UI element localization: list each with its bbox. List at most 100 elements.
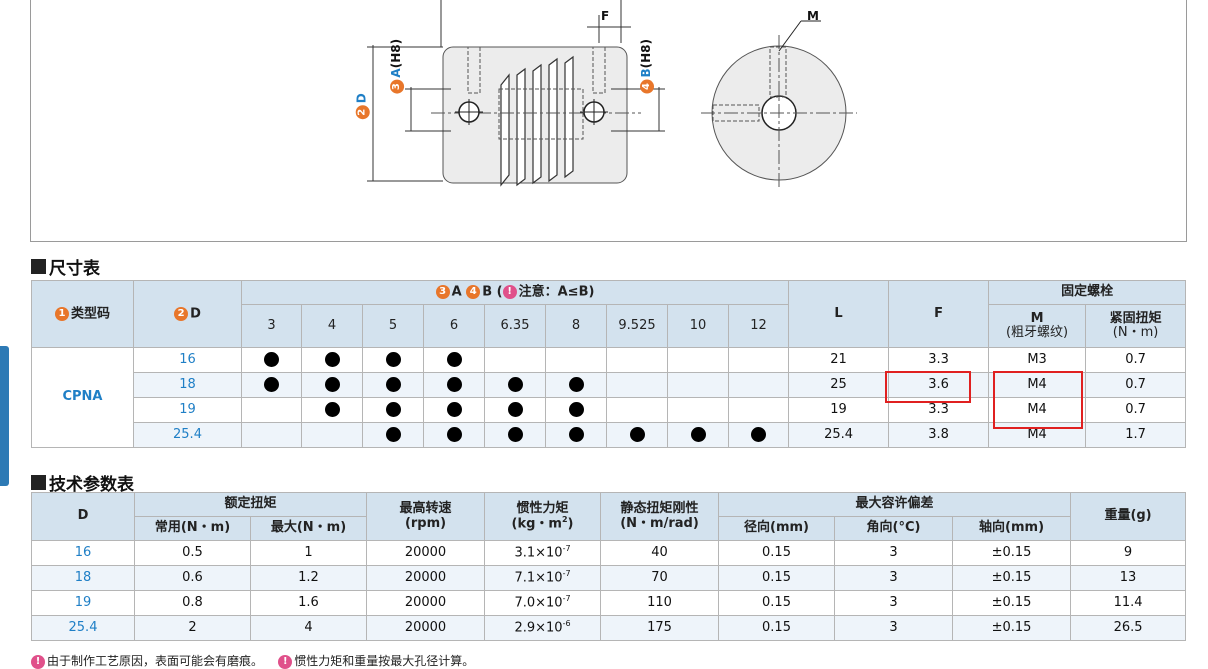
num-2-badge: 2 xyxy=(174,306,189,321)
available-dot-icon xyxy=(324,377,340,393)
torque-cell: 0.7 xyxy=(1085,372,1187,398)
bore-cell xyxy=(606,347,668,373)
weight-cell: 26.5 xyxy=(1070,615,1187,641)
label-D-text: D xyxy=(354,93,369,104)
table-row: CPNA 16 21 3.3 M3 0.7 xyxy=(31,347,1187,448)
bore-cell xyxy=(667,347,729,373)
bore-col: 3 xyxy=(241,304,302,348)
D-cell[interactable]: 25.4 xyxy=(31,615,135,641)
available-dot-icon xyxy=(385,352,401,368)
bore-cell xyxy=(545,422,607,448)
bore-cell xyxy=(545,347,607,373)
stiffness-cell: 70 xyxy=(600,565,720,591)
L-cell: 19 xyxy=(788,397,890,423)
speed-cell: 20000 xyxy=(366,565,486,591)
warning-icon: ! xyxy=(278,654,293,669)
header-F: F xyxy=(888,280,990,348)
M-cell: M3 xyxy=(988,347,1087,373)
header-type-code-text: 类型码 xyxy=(70,306,110,322)
header-stiffness-text: 静态扭矩刚性 xyxy=(620,501,699,517)
inertia-value: 2.9×10 xyxy=(514,620,563,636)
warning-icon: ! xyxy=(502,285,517,300)
available-dot-icon xyxy=(446,402,462,418)
header-max: 最大(N・m) xyxy=(249,516,368,541)
bore-cell xyxy=(484,397,546,423)
table-row: 16 0.5 1 20000 3.1×10-7 40 0.15 3 ±0.15 … xyxy=(31,540,1187,566)
inertia-cell: 7.1×10-7 xyxy=(484,565,602,591)
max-cell: 1.6 xyxy=(249,590,368,616)
bore-cell xyxy=(606,372,668,398)
tech-table: D 额定扭矩 最高转速(rpm) 惯性力矩(kg・m2) 静态扭矩刚性(N・m/… xyxy=(31,492,1187,641)
bore-cell xyxy=(241,397,302,423)
label-B-h8: (H8) xyxy=(639,38,654,69)
available-dot-icon xyxy=(568,377,584,393)
label-A: 3A(H8) xyxy=(389,39,404,94)
header-normal: 常用(N・m) xyxy=(134,516,251,541)
label-A-h8: (H8) xyxy=(389,38,404,69)
D-cell[interactable]: 18 xyxy=(133,372,242,398)
table-row: 19 0.8 1.6 20000 7.0×10-7 110 0.15 3 ±0.… xyxy=(31,590,1187,616)
bore-cell xyxy=(667,397,729,423)
D-cell[interactable]: 16 xyxy=(31,540,135,566)
inertia-value: 3.1×10 xyxy=(514,545,563,561)
bore-cell xyxy=(301,372,363,398)
D-cell[interactable]: 19 xyxy=(133,397,242,423)
bore-cell xyxy=(484,347,546,373)
D-cell[interactable]: 18 xyxy=(31,565,135,591)
table-row: 25.4 25.4 3.8 M4 1.7 xyxy=(32,422,1187,448)
bore-cell xyxy=(484,372,546,398)
available-dot-icon xyxy=(324,402,340,418)
label-B-text: B xyxy=(639,68,654,78)
inertia-exp: -7 xyxy=(562,569,571,579)
tech-section-title-text: 技术参数表 xyxy=(49,475,134,495)
L-cell: 21 xyxy=(788,347,890,373)
max-cell: 4 xyxy=(249,615,368,641)
inertia-cell: 2.9×10-6 xyxy=(484,615,602,641)
header-inertia: 惯性力矩(kg・m2) xyxy=(484,492,602,541)
available-dot-icon xyxy=(568,402,584,418)
max-cell: 1 xyxy=(249,540,368,566)
normal-cell: 0.6 xyxy=(134,565,251,591)
stiffness-cell: 40 xyxy=(600,540,720,566)
num-3-badge: 3 xyxy=(435,285,450,300)
axial-cell: ±0.15 xyxy=(952,615,1072,641)
side-tab[interactable] xyxy=(0,346,9,486)
radial-cell: 0.15 xyxy=(718,615,836,641)
bore-cell xyxy=(241,347,302,373)
header-rated: 额定扭矩 xyxy=(133,492,368,517)
speed-cell: 20000 xyxy=(366,615,486,641)
angular-cell: 3 xyxy=(834,590,954,616)
bore-col: 5 xyxy=(362,304,424,348)
inertia-exp: -6 xyxy=(562,619,571,629)
header-torque: 紧固扭矩(N・m) xyxy=(1085,304,1187,348)
D-cell[interactable]: 19 xyxy=(31,590,135,616)
bore-cell xyxy=(423,347,485,373)
num-2-badge: 2 xyxy=(355,105,370,120)
bore-cell xyxy=(241,372,302,398)
num-4-badge: 4 xyxy=(466,285,481,300)
available-dot-icon xyxy=(446,427,462,443)
header-inertia-text: 惯性力矩 xyxy=(516,500,569,516)
header-stiffness: 静态扭矩刚性(N・m/rad) xyxy=(600,492,720,541)
bore-cell xyxy=(606,397,668,423)
header-D-text: D xyxy=(190,306,201,322)
D-cell[interactable]: 16 xyxy=(133,347,242,373)
table-row: 25.4 2 4 20000 2.9×10-6 175 0.15 3 ±0.15… xyxy=(31,615,1187,641)
available-dot-icon xyxy=(507,402,523,418)
D-cell[interactable]: 25.4 xyxy=(133,422,242,448)
available-dot-icon xyxy=(568,427,584,443)
table-row: 18 0.6 1.2 20000 7.1×10-7 70 0.15 3 ±0.1… xyxy=(31,565,1187,591)
available-dot-icon xyxy=(385,402,401,418)
torque-cell: 0.7 xyxy=(1085,397,1187,423)
bore-cell xyxy=(667,422,729,448)
bore-cell xyxy=(362,347,424,373)
type-code-cell[interactable]: CPNA xyxy=(31,347,134,448)
weight-cell: 11.4 xyxy=(1070,590,1187,616)
header-torque-text: 紧固扭矩 xyxy=(1109,310,1162,326)
available-dot-icon xyxy=(324,352,340,368)
footnote-text-2: 惯性力矩和重量按最大孔径计算。 xyxy=(294,654,475,668)
bore-cell xyxy=(423,372,485,398)
bore-cell xyxy=(423,422,485,448)
available-dot-icon xyxy=(446,352,462,368)
